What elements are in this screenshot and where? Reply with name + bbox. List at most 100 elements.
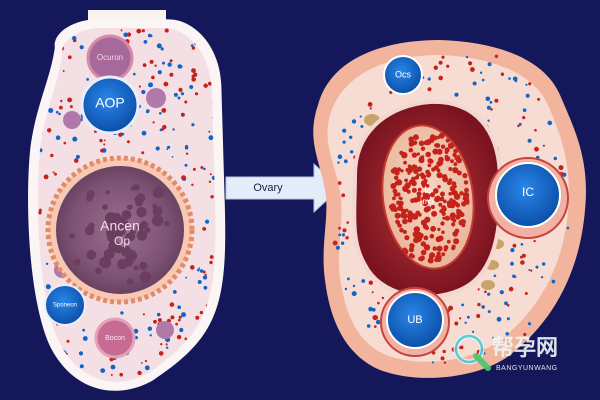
stroma-cell-dot — [512, 274, 516, 278]
tissue-cell-dot — [41, 342, 47, 348]
stroma-cell-dot — [533, 239, 536, 243]
core-spot — [135, 198, 143, 207]
follicle-red-dot — [458, 219, 465, 226]
stroma-cell-dot — [346, 221, 350, 224]
core-spot — [152, 215, 164, 227]
follicle-red-dot — [392, 196, 396, 201]
stroma-cell-dot — [528, 269, 531, 271]
follicle-red-dot — [423, 235, 429, 241]
tissue-cell-dot — [202, 275, 208, 280]
follicle-red-dot — [408, 140, 415, 147]
stroma-cell-dot — [553, 156, 557, 161]
tissue-cell-dot — [47, 43, 52, 48]
stroma-cell-dot — [494, 98, 499, 103]
follicle-red-dot — [442, 216, 446, 220]
tissue-cell-dot — [180, 92, 184, 96]
central-follicle-label-2: Op — [114, 234, 130, 248]
tissue-cell-dot — [184, 100, 188, 104]
follicle-red-dot — [463, 180, 469, 185]
tissue-cell-dot — [149, 334, 152, 337]
stroma-cell-dot — [440, 356, 445, 361]
tissue-cell-dot — [185, 276, 188, 279]
tissue-cell-dot — [52, 171, 55, 174]
tissue-cell-dot — [184, 337, 188, 341]
left-cell — [63, 111, 81, 129]
stroma-cell-dot — [487, 119, 490, 122]
follicle-red-dot — [444, 147, 450, 153]
stroma-cell-dot — [476, 314, 481, 318]
stroma-cell-dot — [487, 310, 491, 314]
tissue-cell-dot — [73, 158, 79, 163]
follicle-red-dot — [444, 155, 451, 162]
follicle-red-dot — [444, 215, 450, 221]
tissue-cell-dot — [191, 183, 194, 186]
core-spot — [132, 183, 140, 191]
tissue-cell-dot — [157, 70, 162, 75]
follicle-red-dot — [451, 244, 456, 249]
core-spot — [107, 232, 117, 243]
stroma-cell-dot — [375, 319, 381, 325]
follicle-red-dot — [416, 191, 422, 197]
tissue-cell-dot — [157, 318, 162, 323]
stroma-cell-dot — [438, 75, 444, 81]
stroma-cell-dot — [496, 316, 502, 322]
follicle-red-dot — [407, 217, 413, 223]
stroma-cell-dot — [337, 154, 343, 160]
follicle-red-dot — [413, 226, 420, 233]
tissue-cell-dot — [75, 154, 80, 159]
follicle-red-dot — [408, 247, 415, 253]
follicle-red-dot — [453, 162, 458, 167]
left-blue-follicle-label: AOP — [95, 95, 125, 111]
tissue-cell-dot — [79, 364, 84, 369]
stroma-cell-dot — [443, 361, 447, 364]
right-bottom-follicle-label: UB — [407, 314, 422, 326]
tissue-cell-dot — [194, 92, 199, 96]
follicle-red-dot — [463, 192, 470, 199]
stroma-cell-dot — [341, 193, 346, 198]
stroma-cell-dot — [338, 226, 341, 230]
follicle-red-dot — [462, 173, 468, 179]
stroma-cell-dot — [479, 71, 483, 74]
tissue-cell-dot — [100, 148, 104, 153]
stroma-cell-dot — [520, 260, 525, 265]
stroma-cell-dot — [381, 296, 385, 300]
tissue-cell-dot — [48, 108, 54, 113]
tissue-cell-dot — [137, 370, 142, 376]
tissue-cell-dot — [38, 347, 43, 352]
stroma-cell-dot — [438, 60, 443, 65]
core-spot — [88, 222, 95, 229]
stroma-cell-dot — [342, 228, 347, 233]
follicle-red-dot — [402, 230, 407, 234]
stroma-cell-dot — [446, 64, 450, 68]
stroma-cell-dot — [454, 92, 459, 97]
stroma-cell-dot — [503, 338, 506, 341]
tissue-cell-dot — [140, 362, 143, 364]
core-spot — [69, 233, 75, 239]
stroma-cell-dot — [541, 276, 544, 279]
stroma-cell-dot — [465, 55, 469, 59]
tissue-cell-dot — [161, 108, 167, 113]
tissue-cell-dot — [190, 44, 194, 47]
follicle-red-dot — [452, 152, 457, 158]
stroma-cell-dot — [508, 286, 514, 292]
stroma-cell-dot — [518, 122, 522, 126]
stroma-cell-dot — [472, 81, 477, 86]
tissue-cell-dot — [181, 175, 186, 180]
stroma-cell-dot — [459, 345, 464, 350]
core-spot — [152, 203, 158, 209]
core-spot — [126, 278, 134, 286]
stroma-cell-dot — [369, 107, 372, 110]
stroma-cell-dot — [332, 240, 338, 246]
tissue-cell-dot — [156, 43, 162, 49]
tissue-cell-dot — [133, 72, 136, 76]
stroma-cell-dot — [351, 119, 357, 124]
tissue-cell-dot — [144, 365, 150, 371]
tissue-cell-dot — [123, 32, 128, 38]
follicle-red-dot — [417, 212, 422, 217]
tissue-cell-dot — [86, 78, 89, 81]
follicle-red-dot — [436, 245, 443, 252]
tissue-cell-dot — [72, 136, 78, 142]
follicle-red-dot — [441, 211, 446, 216]
core-spot — [125, 249, 138, 262]
tissue-cell-dot — [41, 72, 46, 77]
